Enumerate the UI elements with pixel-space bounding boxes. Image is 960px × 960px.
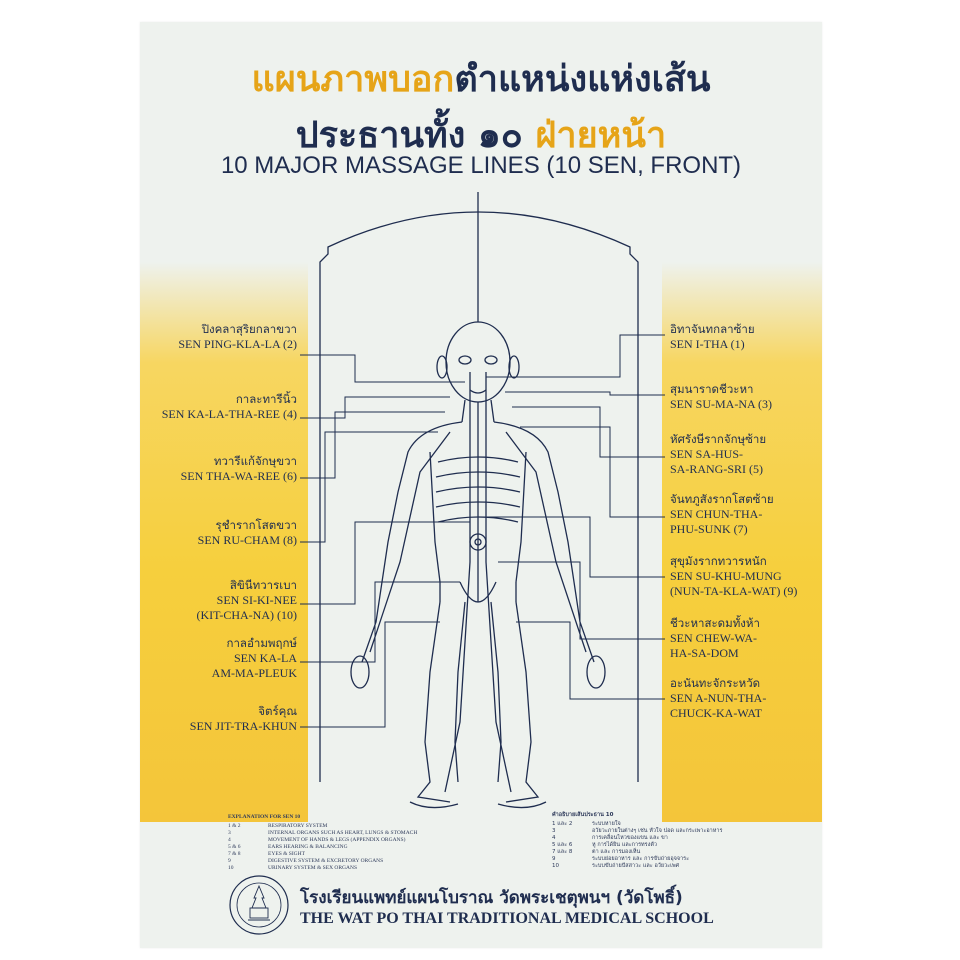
school-name-english: THE WAT PO THAI TRADITIONAL MEDICAL SCHO…: [300, 910, 714, 927]
thai-title-prefix: แผนภาพบอก: [251, 59, 455, 100]
label-sen-ka-la-am-ma-pleuk: กาลอำมพฤกษ์ SEN KA-LA AM-MA-PLEUK: [211, 636, 297, 680]
thai-title-main-1: ตำแหน่งแห่งเส้น: [454, 59, 711, 100]
english-title: 10 MAJOR MASSAGE LINES (10 SEN, FRONT): [220, 152, 742, 179]
label-sen-chew-wa-ha-sa-dom: ชีวะหาสะดมทั้งห้า SEN CHEW-WA- HA-SA-DOM: [670, 616, 760, 660]
label-sen-si-ki-nee: สิขินีทวารเบา SEN SI-KI-NEE (KIT-CHA-NA)…: [196, 578, 297, 622]
thai-title-line-1: แผนภาพบอกตำแหน่งแห่งเส้น: [140, 50, 822, 107]
poster: แผนภาพบอกตำแหน่งแห่งเส้น ประธานทั้ง ๑๐ ฝ…: [140, 22, 822, 948]
label-sen-chun-tha-phu-sunk: จันทภูสังรากโสตซ้าย SEN CHUN-THA- PHU-SU…: [670, 492, 774, 536]
school-name-thai: โรงเรียนแพทย์แผนโบราณ วัดพระเชตุพนฯ (วัด…: [300, 888, 683, 908]
label-sen-i-tha: อิทาจันทกลาซ้าย SEN I-THA (1): [670, 322, 755, 351]
label-sen-jit-tra-khun: จิตร์คุณ SEN JIT-TRA-KHUN: [189, 704, 297, 733]
left-yellow-panel: [140, 262, 308, 822]
label-sen-su-ma-na: สุมนาราดชีวะหา SEN SU-MA-NA (3): [670, 382, 772, 411]
label-sen-tha-wa-ree: ทวารีแก้จักษุขวา SEN THA-WA-REE (6): [180, 454, 297, 483]
label-sen-su-khu-mung: สุขุมังรากทวารหนัก SEN SU-KHU-MUNG (NUN-…: [670, 554, 798, 598]
label-sen-sa-hus-sa-rang-sri: หัศรังษีรากจักษุซ้าย SEN SA-HUS- SA-RANG…: [670, 432, 767, 476]
thai-title-line-2: ประธานทั้ง ๑๐ ฝ่ายหน้า: [140, 106, 822, 163]
thai-title-side: ฝ่ายหน้า: [535, 115, 667, 156]
label-sen-ka-la-tha-ree: กาละทารีนิ้ว SEN KA-LA-THA-REE (4): [161, 392, 297, 421]
thai-title-main-2: ประธานทั้ง ๑๐: [295, 115, 523, 156]
label-sen-ping-kla-la: ปิงคลาสุริยกลาขวา SEN PING-KLA-LA (2): [178, 322, 297, 351]
right-yellow-panel: [662, 262, 822, 822]
label-sen-a-nun-tha-chuck-ka-wat: อะนันทะจักระหวัด SEN A-NUN-THA- CHUCK-KA…: [670, 676, 767, 720]
label-sen-ru-cham: รุชำรากโสตขวา SEN RU-CHAM (8): [197, 518, 297, 547]
school-seal-icon: [229, 875, 289, 935]
body-diagram: [300, 192, 665, 809]
